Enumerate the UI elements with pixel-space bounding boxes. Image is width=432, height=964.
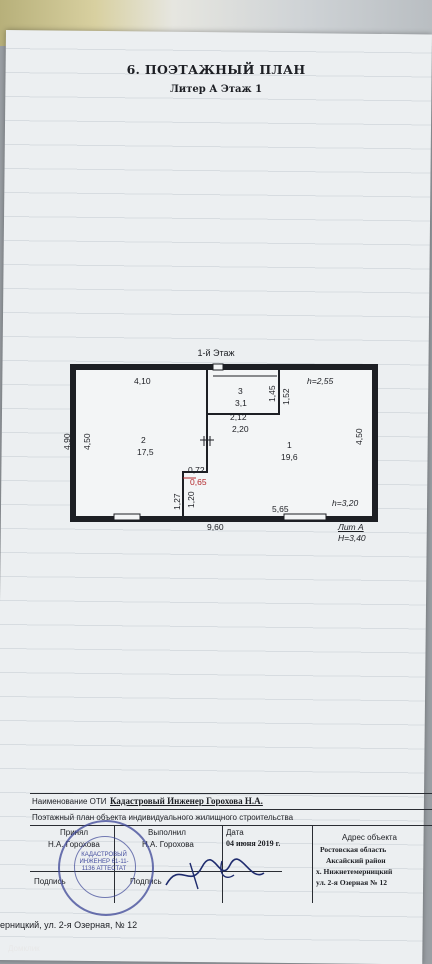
sign-label-1: Подпись	[34, 877, 66, 886]
room1-area: 19,6	[281, 452, 298, 462]
dim-notch-width: 0,72	[188, 465, 205, 475]
room1-number: 1	[287, 440, 292, 450]
door-top	[212, 363, 224, 371]
dim-outer-height: 4,90	[62, 433, 72, 450]
date-label: Дата	[226, 828, 244, 837]
executed-label: Выполнил	[148, 828, 186, 837]
outer-wall	[70, 364, 378, 522]
window-right	[283, 513, 327, 521]
address-line-3: х. Нижнетемерницкий	[316, 867, 393, 876]
stamp-text: КАДАСТРОВЫЙ ИНЖЕНЕР 61-11-1136 АТТЕСТАТ	[79, 852, 129, 872]
plan-description: Поэтажный план объекта индивидуального ж…	[32, 813, 294, 822]
dim-bottom-right: 5,65	[272, 504, 289, 514]
wall-room2-room1	[182, 414, 208, 516]
window-left	[113, 513, 141, 521]
dim-outer-width: 9,60	[207, 522, 224, 532]
dim-red: 0,65	[190, 477, 207, 487]
address-line-2: Аксайский район	[326, 856, 386, 865]
name-label: Наименование ОТИ	[32, 797, 107, 806]
signature	[165, 858, 265, 890]
lit-height: H=3,40	[338, 533, 366, 543]
dim-room3-side-a: 1,45	[267, 385, 277, 402]
executed-name: Н.А. Горохова	[142, 840, 194, 849]
address-line-1: Ростовская область	[320, 845, 387, 854]
dim-room3-bottom-b: 2,20	[232, 424, 249, 434]
date-value: 04 июня 2019 г.	[226, 839, 281, 848]
dim-right-inner: 4,50	[354, 428, 364, 445]
wall-room3	[206, 370, 280, 415]
floor-label: 1-й Этаж	[197, 348, 235, 358]
room2-area: 17,5	[137, 447, 154, 457]
page-title: 6. ПОЭТАЖНЫЙ ПЛАН	[126, 62, 306, 77]
dim-notch-height-a: 1,27	[172, 493, 182, 510]
room3-area: 3,1	[235, 398, 247, 408]
height-top: h=2,55	[307, 376, 334, 386]
lit-label: Лит А	[338, 522, 364, 532]
watermark: Домклик	[8, 944, 40, 953]
room3-number: 3	[238, 386, 243, 396]
dim-room3-bottom-a: 2,12	[230, 412, 247, 422]
address-line-4: ул. 2-я Озерная № 12	[316, 878, 387, 887]
height-bottom: h=3,20	[332, 498, 359, 508]
dim-notch-height-b: 1,20	[186, 491, 196, 508]
room2-number: 2	[141, 435, 146, 445]
dim-left-inner: 4,50	[82, 433, 92, 450]
address-label: Адрес объекта	[342, 833, 397, 842]
official-stamp	[58, 820, 154, 916]
bottom-address: ерницкий, ул. 2-я Озерная, № 12	[0, 920, 138, 930]
dim-room3-side-b: 1,52	[281, 388, 291, 405]
page-subtitle: Литер А Этаж 1	[169, 84, 263, 95]
dim-top-left: 4,10	[134, 376, 151, 386]
name-value: Кадастровый Инженер Горохова Н.А.	[110, 796, 263, 806]
